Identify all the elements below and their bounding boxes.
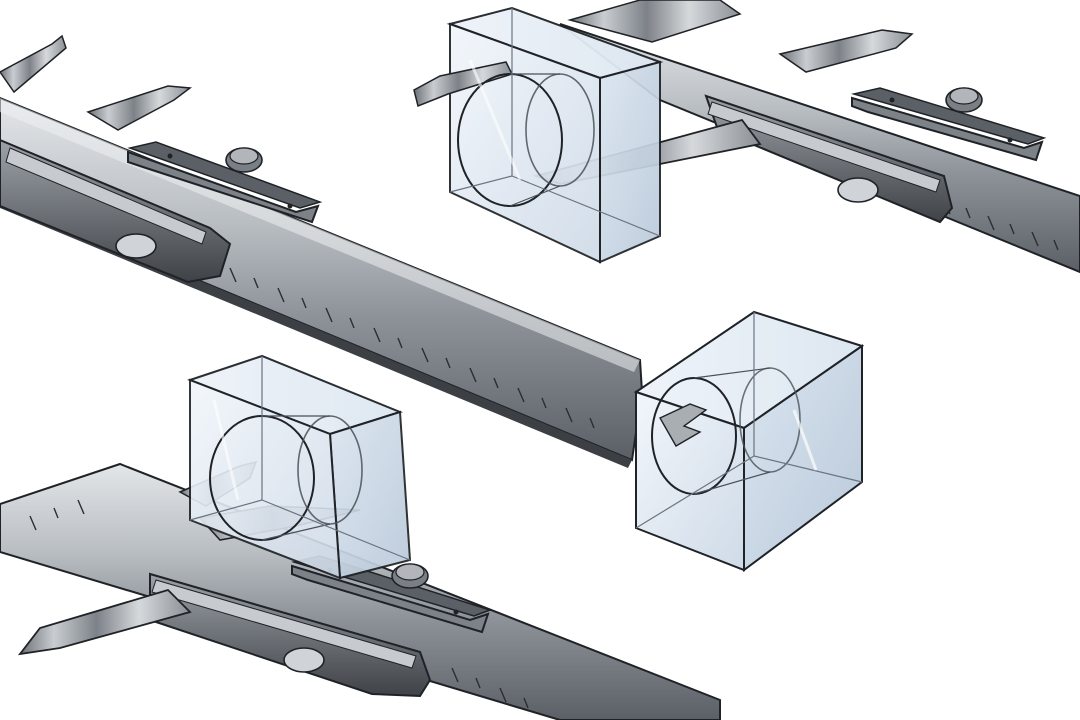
outside-measuring-jaw xyxy=(17,588,192,656)
inside-measuring-jaws xyxy=(567,0,914,73)
beam-scale-ticks xyxy=(229,267,595,429)
transparent-block-right xyxy=(633,310,865,572)
caliper-upper-left xyxy=(0,34,644,468)
thumb-screw xyxy=(225,147,263,173)
thumb-wheel xyxy=(115,233,157,259)
sliding-jaw-head xyxy=(0,138,323,284)
thumb-wheel xyxy=(837,177,879,203)
beam-scale-ticks xyxy=(943,199,1059,251)
inside-measuring-jaws xyxy=(0,34,193,131)
vernier-plate xyxy=(127,150,320,224)
sliding-jaw-head xyxy=(704,87,1047,224)
thumb-wheel xyxy=(283,647,325,673)
vernier-plate xyxy=(851,96,1044,162)
beam-scale-ticks xyxy=(29,499,529,709)
transparent-block-bottom xyxy=(187,354,412,580)
thumb-screw xyxy=(945,87,983,113)
thumb-screw xyxy=(391,563,429,589)
vernier-plate xyxy=(291,564,490,634)
transparent-block-top xyxy=(413,6,664,264)
